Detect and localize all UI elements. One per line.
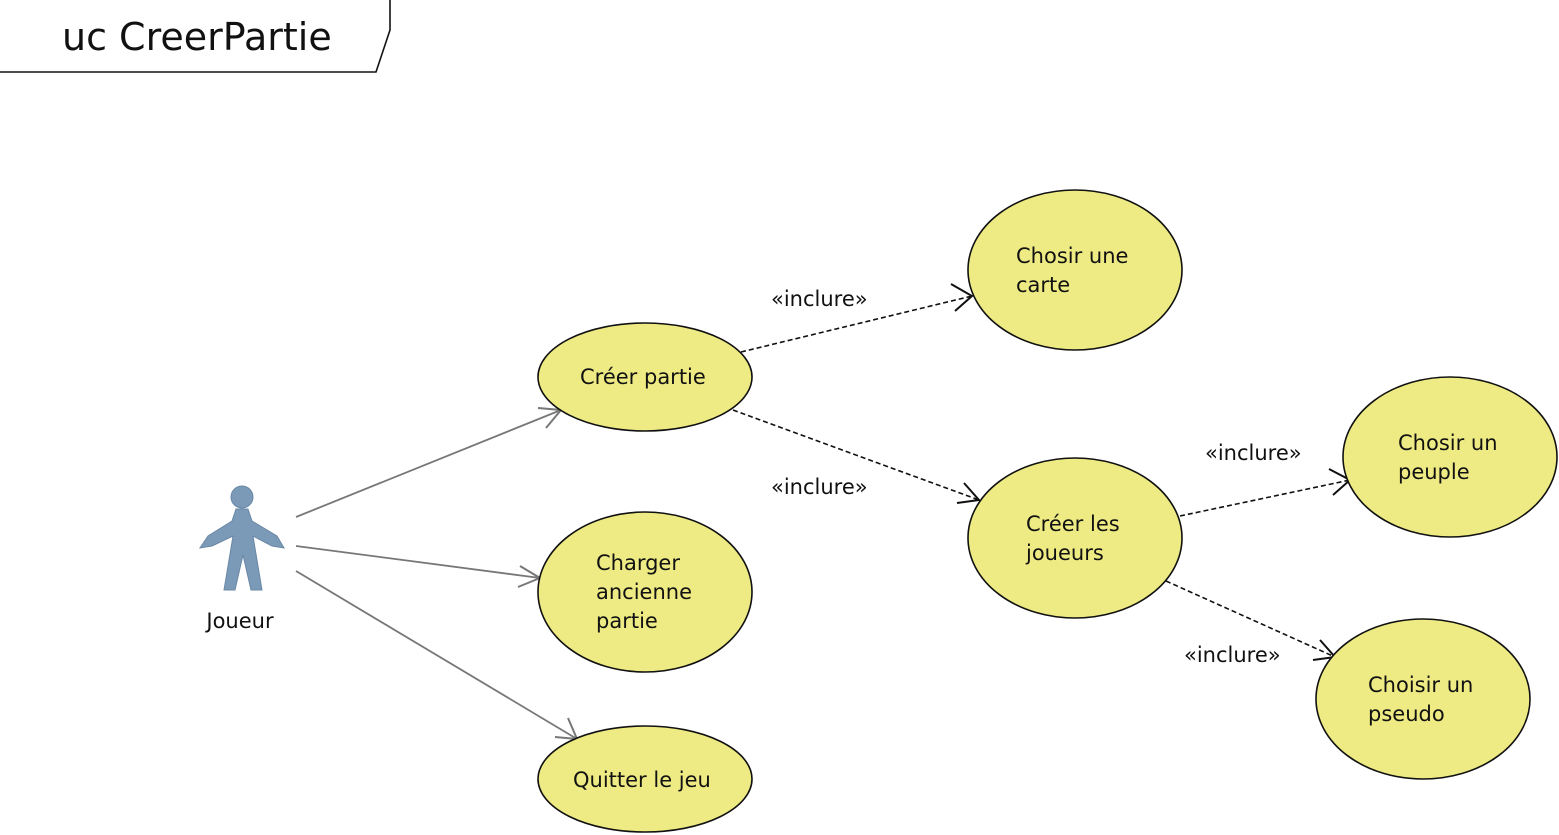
diagram-title: uc CreerPartie: [62, 15, 332, 59]
use-case-chosir-un-peuple: Chosir un peuple: [1342, 376, 1558, 538]
association-charger: [295, 545, 541, 579]
diagram-frame-tab: uc CreerPartie: [0, 0, 391, 73]
include-arrowhead: [956, 482, 981, 504]
use-case-label: Chosir un: [1398, 431, 1498, 455]
use-case-label: peuple: [1398, 460, 1470, 484]
include-label-joueurs: «inclure»: [771, 475, 868, 499]
use-case-label: ancienne: [596, 580, 692, 604]
svg-text:Créer les joueurs: Créer les joueurs: [1025, 512, 1126, 565]
use-case-label: Chosir une: [1016, 244, 1128, 268]
use-case-label: Quitter le jeu: [573, 768, 711, 792]
include-arrowhead: [950, 283, 974, 312]
actor-associations: [295, 407, 579, 741]
include-label-pseudo: «inclure»: [1184, 643, 1281, 667]
svg-text:Quitter le jeu: Quitter le jeu: [573, 768, 711, 792]
svg-text:Chosir un peuple: Chosir un peuple: [1398, 431, 1504, 484]
include-joueurs-to-pseudo: [1165, 580, 1336, 658]
svg-text:Créer partie: Créer partie: [580, 365, 706, 389]
use-case-label: Créer partie: [580, 365, 706, 389]
use-case-label: pseudo: [1368, 702, 1445, 726]
association-quitter: [295, 570, 578, 740]
use-case-chosir-une-carte: Chosir une carte: [967, 189, 1183, 351]
use-case-quitter-le-jeu: Quitter le jeu: [537, 725, 753, 833]
use-case-label: joueurs: [1025, 541, 1104, 565]
use-case-choisir-un-pseudo: Choisir un pseudo: [1315, 618, 1531, 780]
include-creer-to-joueurs: [732, 409, 980, 501]
include-joueurs-to-peuple: [1179, 479, 1351, 517]
include-label-peuple: «inclure»: [1205, 441, 1302, 465]
use-case-creer-partie: Créer partie: [537, 322, 753, 432]
use-case-label: Créer les: [1026, 512, 1120, 536]
include-labels: «inclure» «inclure» «inclure» «inclure»: [771, 287, 1302, 667]
use-case-label: Choisir un: [1368, 673, 1473, 697]
stick-figure-icon: [198, 485, 285, 591]
use-case-label: partie: [596, 609, 658, 633]
svg-text:Choisir un pseudo: Choisir un pseudo: [1368, 673, 1480, 726]
use-case-label: carte: [1016, 273, 1070, 297]
svg-text:Chosir une carte: Chosir une carte: [1016, 244, 1135, 297]
association-creer-partie: [295, 409, 562, 518]
include-label-carte: «inclure»: [771, 287, 868, 311]
use-case-label: Charger: [596, 551, 680, 575]
use-case-charger-ancienne-partie: Charger ancienne partie: [537, 511, 753, 673]
svg-text:Charger ancienne p: Charger ancienne partie: [596, 551, 699, 633]
actor-joueur: Joueur: [198, 485, 285, 633]
actor-name: Joueur: [204, 609, 274, 633]
include-dependencies: [732, 283, 1352, 661]
use-case-creer-les-joueurs: Créer les joueurs: [967, 457, 1183, 619]
